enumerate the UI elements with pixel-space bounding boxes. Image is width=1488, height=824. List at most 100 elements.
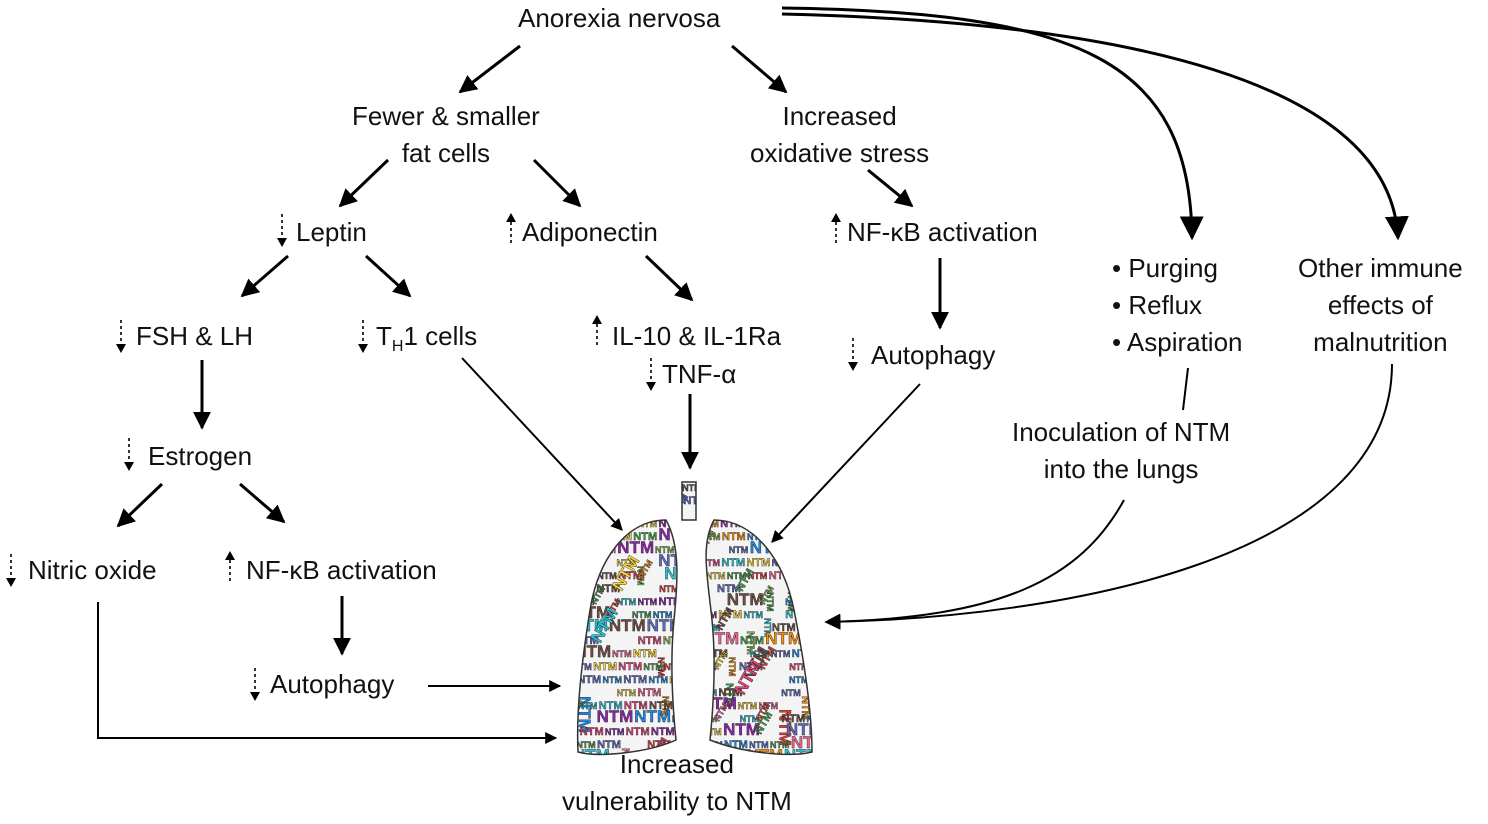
node-other-immune: Other immune effects of malnutrition (1298, 250, 1463, 361)
ntm-word: NTM (771, 649, 791, 659)
node-other-immune-line-3: malnutrition (1313, 327, 1448, 357)
ntm-word: NTM (739, 661, 763, 673)
th1-rest: 1 cells (403, 321, 478, 351)
ntm-word: NTM (729, 545, 749, 555)
list-item-purging: • Purging (1112, 253, 1218, 283)
ntm-word: NTM (633, 648, 657, 660)
arrow-estrogen-to-nfkb (239, 482, 286, 524)
node-other-immune-line-2: effects of (1327, 290, 1433, 320)
ntm-word: NTM (784, 746, 821, 765)
ntm-word: NTM (694, 592, 704, 612)
ntm-word: NTM (717, 583, 741, 595)
ntm-word: NTM (643, 662, 663, 672)
ntm-word: NTM (721, 557, 745, 569)
ntm-word: NTM (651, 726, 675, 738)
ntm-word: NTM (669, 492, 691, 519)
ntm-word: NTM (759, 701, 779, 711)
decrease-indicator-th1 (358, 320, 368, 353)
right-lung-shape (706, 520, 812, 755)
ntm-word: NTM (786, 592, 796, 612)
ntm-word: NTM (638, 687, 662, 699)
node-autophagy-bottom: Autophagy (270, 669, 395, 699)
node-nfkb-top: NF-κB activation (847, 217, 1038, 247)
node-fat-cells-line-2: fat cells (401, 138, 490, 168)
ntm-word: NTM (746, 746, 783, 765)
ntm-word: NTM (664, 662, 684, 672)
ntm-word: NTM (617, 688, 637, 698)
node-tnf-alpha: TNF-α (662, 359, 737, 389)
ntm-word: NTM (617, 538, 654, 557)
ntm-word: NTM (635, 566, 645, 586)
ntm-word: NTM (575, 519, 595, 529)
ntm-word: NTM (576, 571, 596, 581)
node-nfkb-bottom: NF-κB activation (246, 555, 437, 585)
node-fat-cells-line-1: Fewer & smaller (352, 101, 540, 131)
arrow-anorexia-to-purging (781, 6, 1204, 241)
ntm-word: NTM (674, 700, 698, 712)
node-outcome: Increased vulnerability to NTM (562, 746, 792, 820)
decrease-indicator-estrogen (124, 438, 134, 471)
ntm-word: NTM (656, 657, 666, 677)
ntm-word: NTM (674, 603, 711, 622)
ntm-word: NTM (806, 597, 826, 607)
arrow-anorexia-to-fat-cells (458, 44, 521, 94)
ntm-word: NTM (789, 662, 809, 672)
list-item-aspiration: • Aspiration (1112, 327, 1243, 357)
arrow-inoculation-to-lungs (824, 499, 1125, 630)
ntm-word: NTM (571, 525, 608, 544)
arrow-oxidative-to-nfkb (867, 168, 914, 208)
node-nitric-oxide: Nitric oxide (28, 555, 157, 585)
ntm-word: NTM (740, 635, 764, 647)
ntm-word: NTM (574, 642, 611, 661)
node-anorexia-nervosa: Anorexia nervosa (518, 3, 721, 33)
node-other-immune-line-1: Other immune (1298, 253, 1463, 283)
node-oxidative-stress: Increased oxidative stress (750, 98, 929, 172)
ntm-word: NTM (684, 522, 704, 532)
ntm-word: NTM (655, 545, 675, 555)
ntm-word: NTM (723, 683, 735, 707)
ntm-word: NTM (807, 714, 827, 724)
ntm-word: NTM (740, 714, 760, 724)
ntm-word: NTM (794, 564, 831, 583)
list-item-reflux: • Reflux (1112, 290, 1203, 320)
ntm-word: NTM (702, 727, 722, 737)
ntm-word: NTM (747, 557, 771, 569)
node-autophagy-top: Autophagy (871, 340, 996, 370)
ntm-word: NTM (649, 700, 673, 712)
ntm-word: NTM (609, 616, 646, 635)
ntm-word: NTM (719, 687, 743, 699)
increase-indicator-il10 (592, 315, 602, 348)
ntm-word: NTM (683, 495, 707, 507)
ntm-word: NTM (575, 696, 594, 733)
ntm-word: NTM (593, 661, 617, 673)
ntm-word: NTM (813, 558, 833, 568)
arrow-other-immune-to-lungs (824, 363, 1393, 630)
ntm-word: NTM (617, 597, 637, 607)
line-purging-to-inoculation (1182, 367, 1189, 411)
ntm-word: NTM (679, 649, 699, 659)
node-adiponectin: Adiponectin (522, 217, 658, 247)
arrow-anorexia-to-oxidative-stress (731, 44, 788, 94)
ntm-word: NTM (810, 674, 834, 686)
ntm-word: NTM (792, 648, 816, 660)
ntm-word: NTM (706, 571, 726, 581)
ntm-word: NTM (618, 570, 642, 582)
ntm-word: NTM (597, 707, 634, 726)
ntm-word: NTM (698, 683, 710, 707)
ntm-word: NTM (786, 720, 823, 739)
ntm-word: NTM (762, 618, 772, 638)
node-purging-list: • Purging • Reflux • Aspiration (1112, 250, 1243, 361)
increase-indicator-nfkb-top (831, 213, 841, 246)
ntm-word: NTM (597, 739, 621, 751)
ntm-word: NTM (789, 532, 809, 542)
node-inoculation-line-2: into the lungs (1043, 454, 1199, 484)
ntm-word: NTM (750, 649, 770, 659)
ntm-word: NTM (573, 746, 610, 765)
decrease-indicator-nitric-oxide (6, 554, 16, 587)
ntm-word: NTM (776, 709, 795, 746)
decrease-indicator-autophagy-bottom (250, 668, 260, 701)
ntm-word: NTM (647, 616, 684, 635)
